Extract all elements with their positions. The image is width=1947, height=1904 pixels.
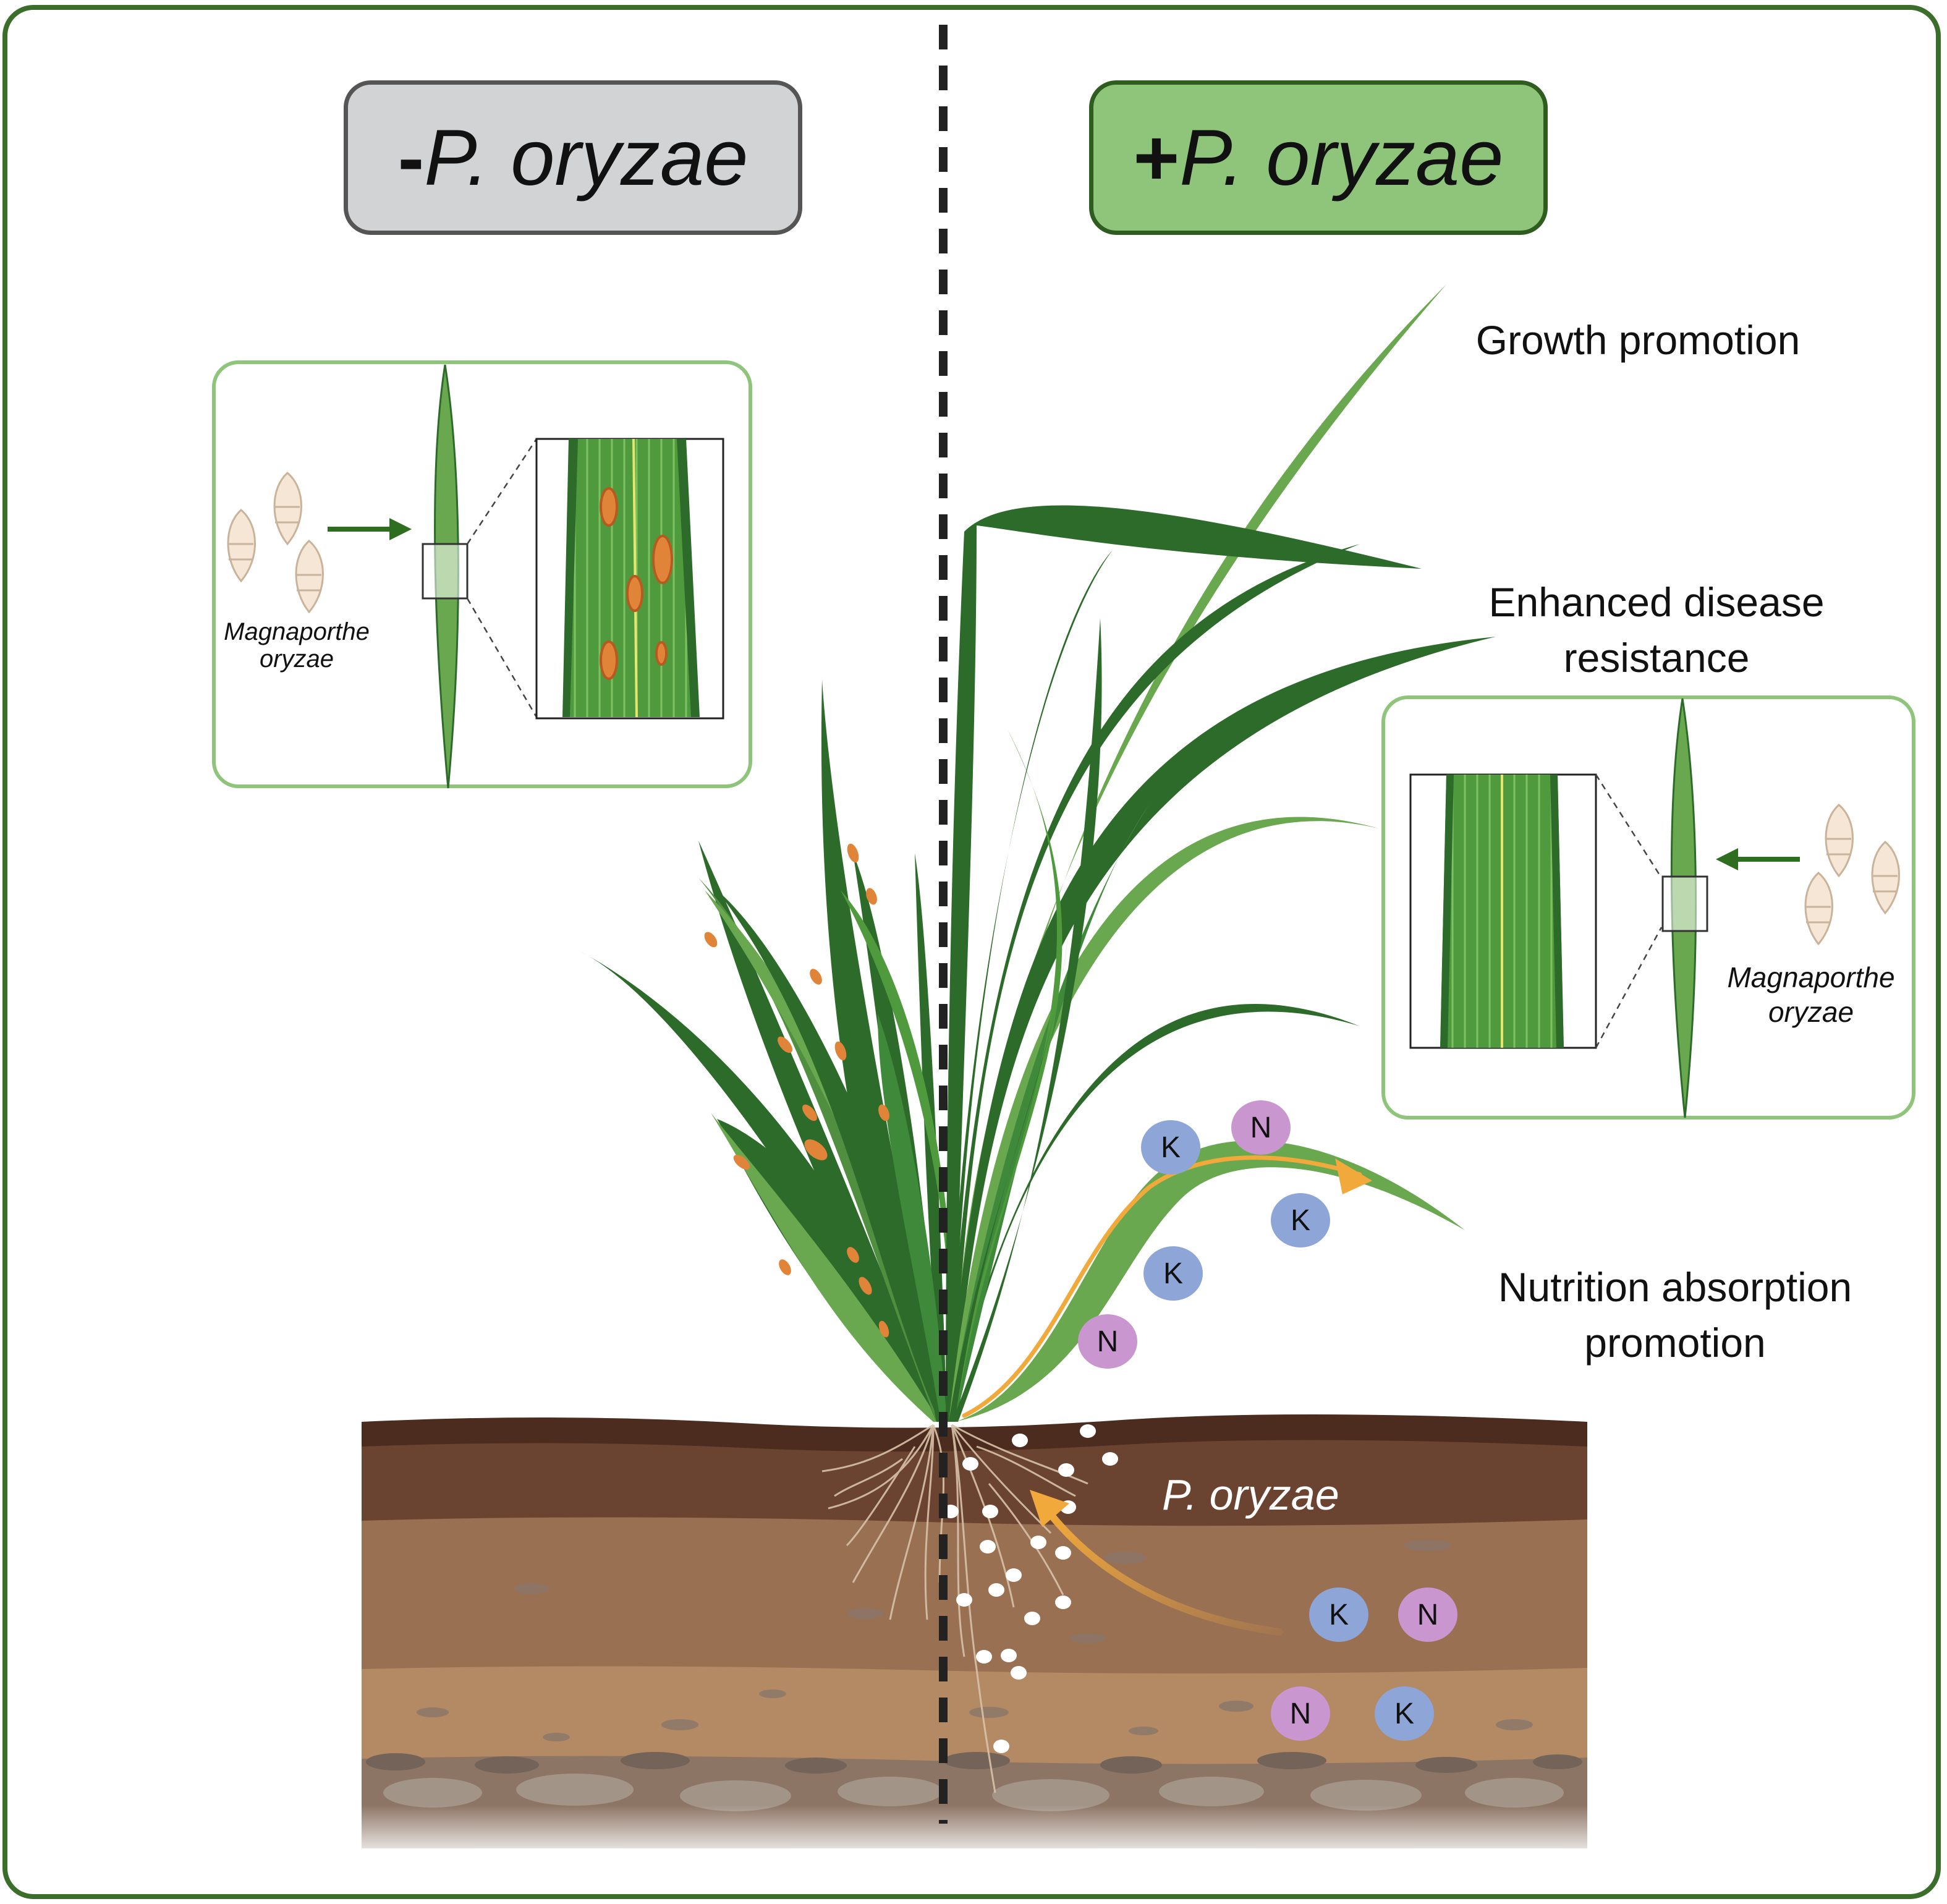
panel-left-organism: P. oryzae xyxy=(424,113,749,202)
pathogen-label-right-line2: oryzae xyxy=(1768,996,1854,1028)
uptake-arrow xyxy=(1047,1511,1283,1636)
panel-right-header: +P. oryzae xyxy=(1089,80,1548,235)
nitrogen-ion: N xyxy=(1271,1686,1330,1741)
nitrogen-ion: N xyxy=(1398,1587,1457,1642)
growth-label: Growth promotion xyxy=(1475,317,1801,363)
spore-icon xyxy=(1804,804,1900,946)
arrow-icon xyxy=(1716,848,1738,870)
nutrition-label-line2: promotion xyxy=(1584,1320,1766,1366)
magnifier-box-icon xyxy=(1661,875,1708,932)
potassium-ion: K xyxy=(1143,1246,1203,1301)
pathogen-label-right: Magnaporthe oryzae xyxy=(1706,960,1916,1029)
uptake-arrowhead xyxy=(1030,1490,1069,1527)
left-inset xyxy=(212,360,752,789)
arrow-icon xyxy=(389,518,412,540)
panel-left-header: -P. oryzae xyxy=(344,80,802,235)
right-inset xyxy=(1381,695,1915,1120)
pathogen-label-left-line1: Magnaporthe xyxy=(224,618,370,645)
nutrition-label-line1: Nutrition absorption xyxy=(1498,1264,1852,1310)
panel-left-sign: - xyxy=(397,113,425,202)
nitrogen-ion: N xyxy=(1078,1314,1137,1369)
nutrition-arrowhead xyxy=(1335,1158,1372,1194)
pathogen-label-right-line1: Magnaporthe xyxy=(1727,961,1895,993)
disease-label-line1: Enhanced disease xyxy=(1488,579,1825,625)
potassium-ion: K xyxy=(1375,1686,1434,1741)
magnifier-box-icon xyxy=(422,543,469,600)
potassium-ion: K xyxy=(1271,1193,1330,1247)
panel-right-sign: + xyxy=(1133,113,1180,202)
spore-icon xyxy=(227,472,324,614)
pathogen-label-left: Magnaporthe oryzae xyxy=(210,618,383,673)
soil-organism-label: P. oryzae xyxy=(1162,1471,1339,1519)
nitrogen-ion: N xyxy=(1231,1100,1291,1155)
pathogen-label-left-line2: oryzae xyxy=(259,645,334,673)
disease-label-line2: resistance xyxy=(1563,635,1750,681)
bacteria xyxy=(943,1424,1118,1753)
outer-frame xyxy=(2,5,1941,1899)
left-plant xyxy=(581,680,954,1422)
nutrition-leaf xyxy=(955,1140,1465,1422)
potassium-ion: K xyxy=(1141,1120,1200,1175)
panel-right-organism: P. oryzae xyxy=(1179,113,1504,202)
right-plant xyxy=(946,284,1496,1422)
potassium-ion: K xyxy=(1309,1587,1368,1642)
